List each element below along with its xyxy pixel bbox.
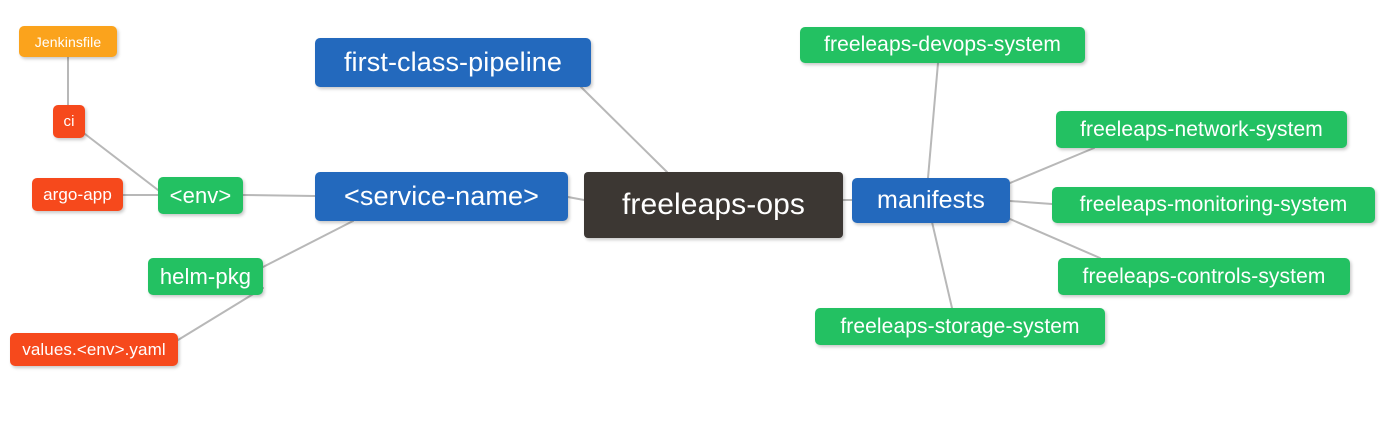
node-freeleaps-devops-system-label: freeleaps-devops-system [824,33,1061,56]
edge-manifests-devops [927,62,939,179]
node-freeleaps-network-system[interactable]: freeleaps-network-system [1056,111,1347,148]
node-freeleaps-monitoring-system[interactable]: freeleaps-monitoring-system [1052,187,1375,223]
edge-servicename-root [567,196,585,201]
node-freeleaps-devops-system[interactable]: freeleaps-devops-system [800,27,1085,63]
node-values-yaml-label: values.<env>.yaml [22,339,166,359]
node-service-name-label: <service-name> [344,181,539,211]
node-helm-pkg-label: helm-pkg [159,263,252,289]
node-values-yaml[interactable]: values.<env>.yaml [10,333,178,366]
node-env[interactable]: <env> [158,177,243,214]
node-argo-app-label: argo-app [43,184,112,204]
node-manifests[interactable]: manifests [852,178,1010,223]
node-first-class-pipeline-label: first-class-pipeline [343,47,563,77]
edge-manifests-monitoring [1009,200,1053,205]
node-jenkinsfile[interactable]: Jenkinsfile [19,26,117,57]
node-freeleaps-storage-system-label: freeleaps-storage-system [840,314,1080,338]
node-freeleaps-controls-system[interactable]: freeleaps-controls-system [1058,258,1350,295]
node-ci-label: ci [63,113,75,130]
edge-manifests-controls [1009,218,1101,259]
node-env-label: <env> [169,182,232,208]
node-helm-pkg[interactable]: helm-pkg [148,258,263,295]
node-root-label: freeleaps-ops [621,188,806,221]
edge-manifests-network [1009,147,1095,184]
node-first-class-pipeline[interactable]: first-class-pipeline [315,38,591,87]
node-freeleaps-controls-system-label: freeleaps-controls-system [1082,264,1326,288]
node-service-name[interactable]: <service-name> [315,172,568,221]
edge-firstclasspipeline-root [580,86,668,173]
node-argo-app[interactable]: argo-app [32,178,123,211]
node-manifests-label: manifests [877,186,985,214]
edge-env-servicename [242,194,316,197]
node-freeleaps-monitoring-system-label: freeleaps-monitoring-system [1079,193,1348,216]
node-freeleaps-network-system-label: freeleaps-network-system [1080,117,1323,141]
node-ci[interactable]: ci [53,105,85,138]
node-freeleaps-storage-system[interactable]: freeleaps-storage-system [815,308,1105,345]
node-root-freeleaps-ops[interactable]: freeleaps-ops [584,172,843,238]
edge-values-helmpkg [177,287,264,341]
edge-manifests-storage [931,221,953,309]
edge-helmpkg-servicename [262,220,354,268]
node-jenkinsfile-label: Jenkinsfile [34,33,102,50]
